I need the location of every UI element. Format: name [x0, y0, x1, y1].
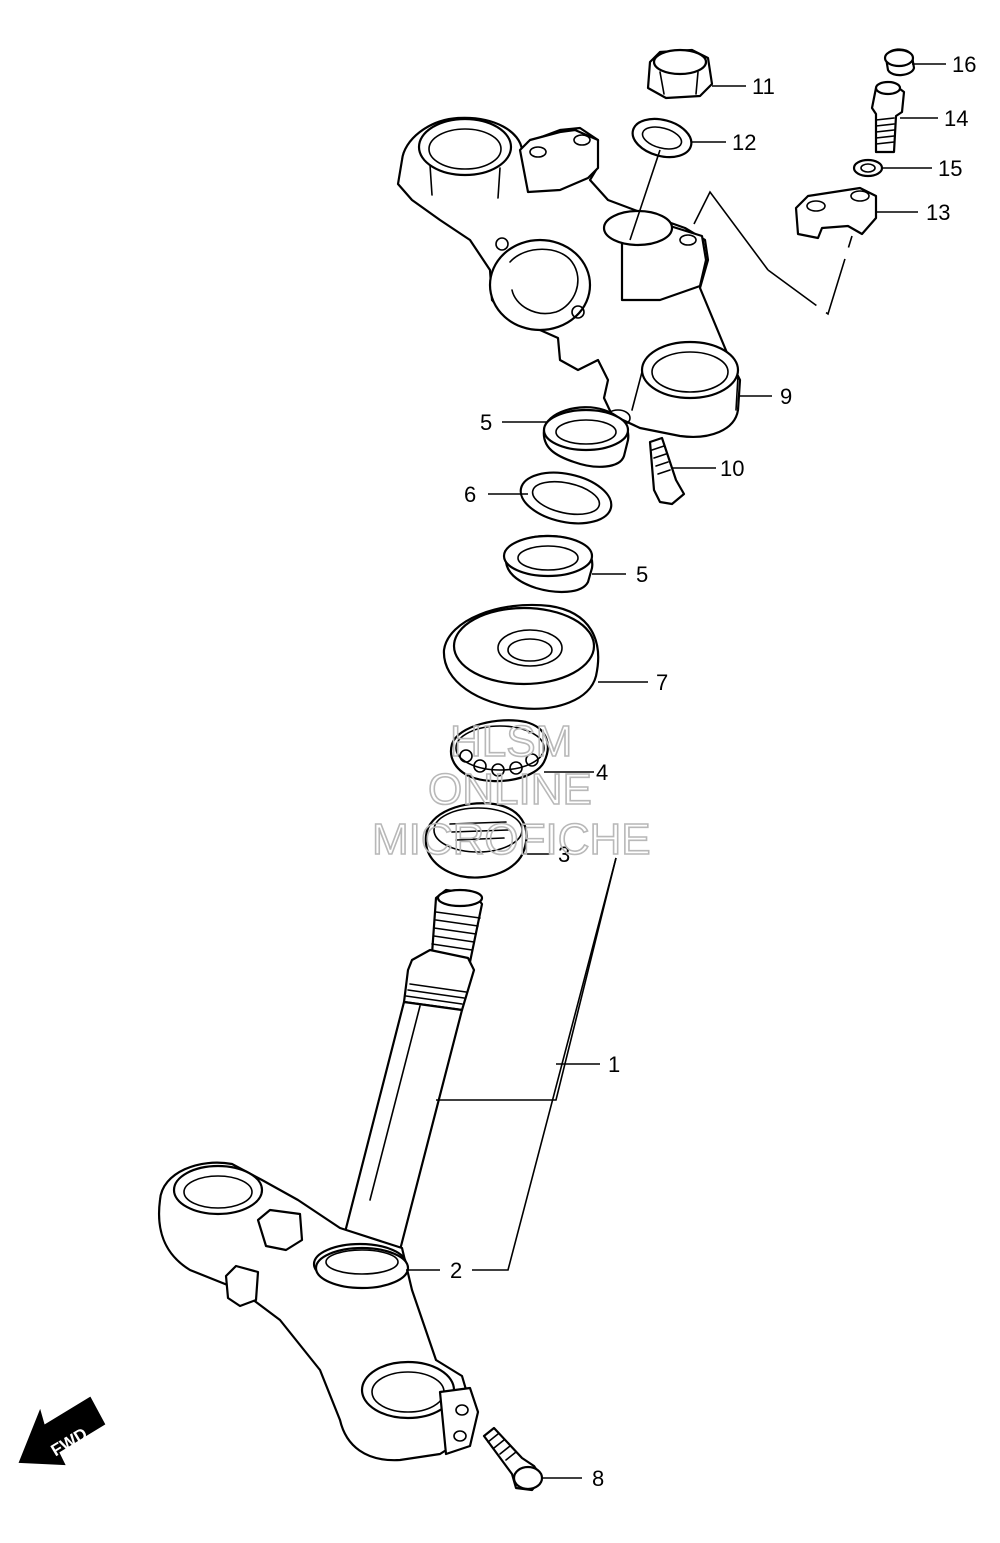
callout-10: 10	[720, 456, 744, 481]
steering-stem-part-1[interactable]	[340, 888, 484, 1252]
watermark-line-2: ONLINE	[428, 765, 592, 814]
watermark-line-1: HLSM	[450, 717, 572, 766]
assembly-line-dashed	[767, 235, 853, 316]
fwd-arrow-icon	[18, 1396, 106, 1466]
callout-3: 3	[558, 842, 570, 867]
assembly-line-13-9	[693, 190, 769, 271]
callout-1: 1	[608, 1052, 620, 1077]
callout-12: 12	[732, 130, 756, 155]
handlebar-bolt-part-14[interactable]	[870, 80, 906, 154]
cap-nut-part-11[interactable]	[646, 48, 714, 100]
callout-14: 14	[944, 106, 968, 131]
callout-4: 4	[596, 760, 608, 785]
fwd-direction-arrow: FWD	[18, 1396, 106, 1466]
callout-7: 7	[656, 670, 668, 695]
lower-bearing-part-3[interactable]	[424, 802, 528, 879]
dust-seal-part-7[interactable]	[442, 603, 600, 710]
lock-washer-part-6[interactable]	[516, 465, 616, 531]
leader-lines	[406, 63, 946, 1479]
stem-nut-lower-part-5[interactable]	[502, 534, 594, 594]
washer-part-12[interactable]	[628, 113, 695, 163]
callout-16: 16	[952, 52, 976, 77]
stem-nut-upper-part-5[interactable]	[542, 406, 630, 468]
plug-cap-part-16[interactable]	[883, 48, 916, 77]
handlebar-holder-part-13[interactable]	[794, 186, 878, 240]
lower-pinch-bolt-part-8[interactable]	[482, 1426, 544, 1492]
callout-2: 2	[450, 1258, 462, 1283]
watermark-line-3: MICROFICHE	[372, 815, 651, 864]
callout-15: 15	[938, 156, 962, 181]
callout-8: 8	[592, 1466, 604, 1491]
callout-11: 11	[752, 74, 775, 99]
callout-9: 9	[780, 384, 792, 409]
callout-6: 6	[464, 482, 476, 507]
upper-bearing-part-4[interactable]	[449, 719, 549, 783]
callout-labels: 11 12 16 14 15 13 9 10 5 6 5 7 4 3 1 2 8	[450, 52, 976, 1491]
lower-bracket[interactable]	[157, 1161, 480, 1462]
callout-5b: 5	[636, 562, 648, 587]
watermark: HLSM ONLINE MICROFICHE	[371, 716, 651, 865]
callout-5a: 5	[480, 410, 492, 435]
pinch-bolt-part-10[interactable]	[648, 436, 686, 506]
lock-washer-part-15[interactable]	[852, 158, 884, 178]
upper-bracket-part-9[interactable]	[396, 116, 742, 438]
callout-13: 13	[926, 200, 950, 225]
stem-dust-seal-part-2[interactable]	[314, 1246, 410, 1290]
